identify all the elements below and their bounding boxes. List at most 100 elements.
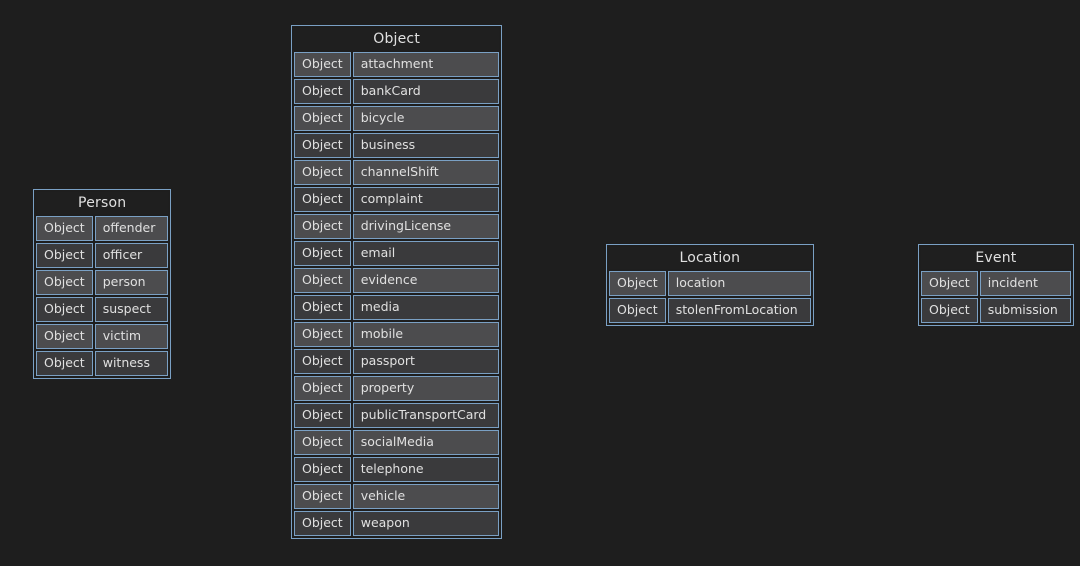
row-type-label: Object [294,133,351,158]
entity-row: Object location [609,271,811,296]
entity-row: Object suspect [36,297,169,322]
row-field-name: vehicle [352,484,500,509]
entity-row: Object stolenFromLocation [609,298,811,323]
entity-row: Object media [294,295,500,320]
row-field-name: weapon [352,511,500,536]
row-field-name: bankCard [352,79,500,104]
row-type-label: Object [294,349,351,374]
location-table-header: Location [609,247,811,269]
row-type-label: Object [921,271,978,296]
row-field-name: witness [94,351,169,376]
row-type-label: Object [36,297,93,322]
entity-row: Object victim [36,324,169,349]
row-type-label: Object [294,376,351,401]
event-table-header: Event [921,247,1071,269]
row-field-name: suspect [94,297,169,322]
row-field-name: drivingLicense [352,214,500,239]
row-type-label: Object [294,430,351,455]
object-table-body: Object attachment Object bankCard Object… [294,52,500,536]
entity-row: Object attachment [294,52,500,77]
object-table-header: Object [294,28,500,50]
row-field-name: submission [979,298,1071,323]
row-field-name: mobile [352,322,500,347]
row-type-label: Object [294,268,351,293]
row-type-label: Object [294,241,351,266]
row-field-name: publicTransportCard [352,403,500,428]
row-type-label: Object [609,298,666,323]
entity-row: Object publicTransportCard [294,403,500,428]
entity-row: Object bankCard [294,79,500,104]
entity-row: Object weapon [294,511,500,536]
row-field-name: media [352,295,500,320]
entity-row: Object email [294,241,500,266]
entity-row: Object socialMedia [294,430,500,455]
row-type-label: Object [294,106,351,131]
entity-row: Object drivingLicense [294,214,500,239]
event-table: Event Object incident Object submission [918,244,1074,326]
entity-row: Object person [36,270,169,295]
event-table-body: Object incident Object submission [921,271,1071,323]
entity-row: Object telephone [294,457,500,482]
row-type-label: Object [294,511,351,536]
row-field-name: location [667,271,811,296]
row-field-name: socialMedia [352,430,500,455]
row-type-label: Object [294,52,351,77]
entity-title: Event [921,247,1071,269]
entity-title: Location [609,247,811,269]
row-type-label: Object [294,403,351,428]
entity-row: Object vehicle [294,484,500,509]
entity-table-event: Event Object incident Object submission [918,244,1074,326]
entity-table-object: Object Object attachment Object bankCard… [291,25,503,539]
entity-row: Object incident [921,271,1071,296]
row-type-label: Object [294,187,351,212]
person-table-body: Object offender Object officer Object pe… [36,216,169,376]
row-type-label: Object [294,484,351,509]
row-type-label: Object [609,271,666,296]
person-table-header: Person [36,192,169,214]
row-type-label: Object [294,322,351,347]
entity-row: Object mobile [294,322,500,347]
row-type-label: Object [921,298,978,323]
row-field-name: email [352,241,500,266]
entity-row: Object offender [36,216,169,241]
row-field-name: passport [352,349,500,374]
entity-title: Person [36,192,169,214]
row-type-label: Object [36,243,93,268]
entity-row: Object business [294,133,500,158]
row-field-name: channelShift [352,160,500,185]
entity-row: Object passport [294,349,500,374]
row-type-label: Object [294,457,351,482]
entity-row: Object complaint [294,187,500,212]
row-type-label: Object [294,214,351,239]
row-type-label: Object [36,216,93,241]
entity-table-person: Person Object offender Object officer Ob… [33,189,172,379]
entity-row: Object evidence [294,268,500,293]
row-type-label: Object [294,79,351,104]
row-field-name: victim [94,324,169,349]
entity-row: Object property [294,376,500,401]
entity-row: Object submission [921,298,1071,323]
row-field-name: officer [94,243,169,268]
row-field-name: person [94,270,169,295]
location-table-body: Object location Object stolenFromLocatio… [609,271,811,323]
row-field-name: attachment [352,52,500,77]
row-field-name: stolenFromLocation [667,298,811,323]
row-field-name: bicycle [352,106,500,131]
row-type-label: Object [36,270,93,295]
row-type-label: Object [36,351,93,376]
row-field-name: incident [979,271,1071,296]
entity-table-location: Location Object location Object stolenFr… [606,244,814,326]
entity-row: Object channelShift [294,160,500,185]
row-type-label: Object [294,295,351,320]
entity-row: Object officer [36,243,169,268]
entity-row: Object bicycle [294,106,500,131]
row-field-name: offender [94,216,169,241]
entity-title: Object [294,28,500,50]
object-table: Object Object attachment Object bankCard… [291,25,503,539]
row-field-name: property [352,376,500,401]
row-field-name: business [352,133,500,158]
row-field-name: complaint [352,187,500,212]
entity-row: Object witness [36,351,169,376]
row-type-label: Object [294,160,351,185]
